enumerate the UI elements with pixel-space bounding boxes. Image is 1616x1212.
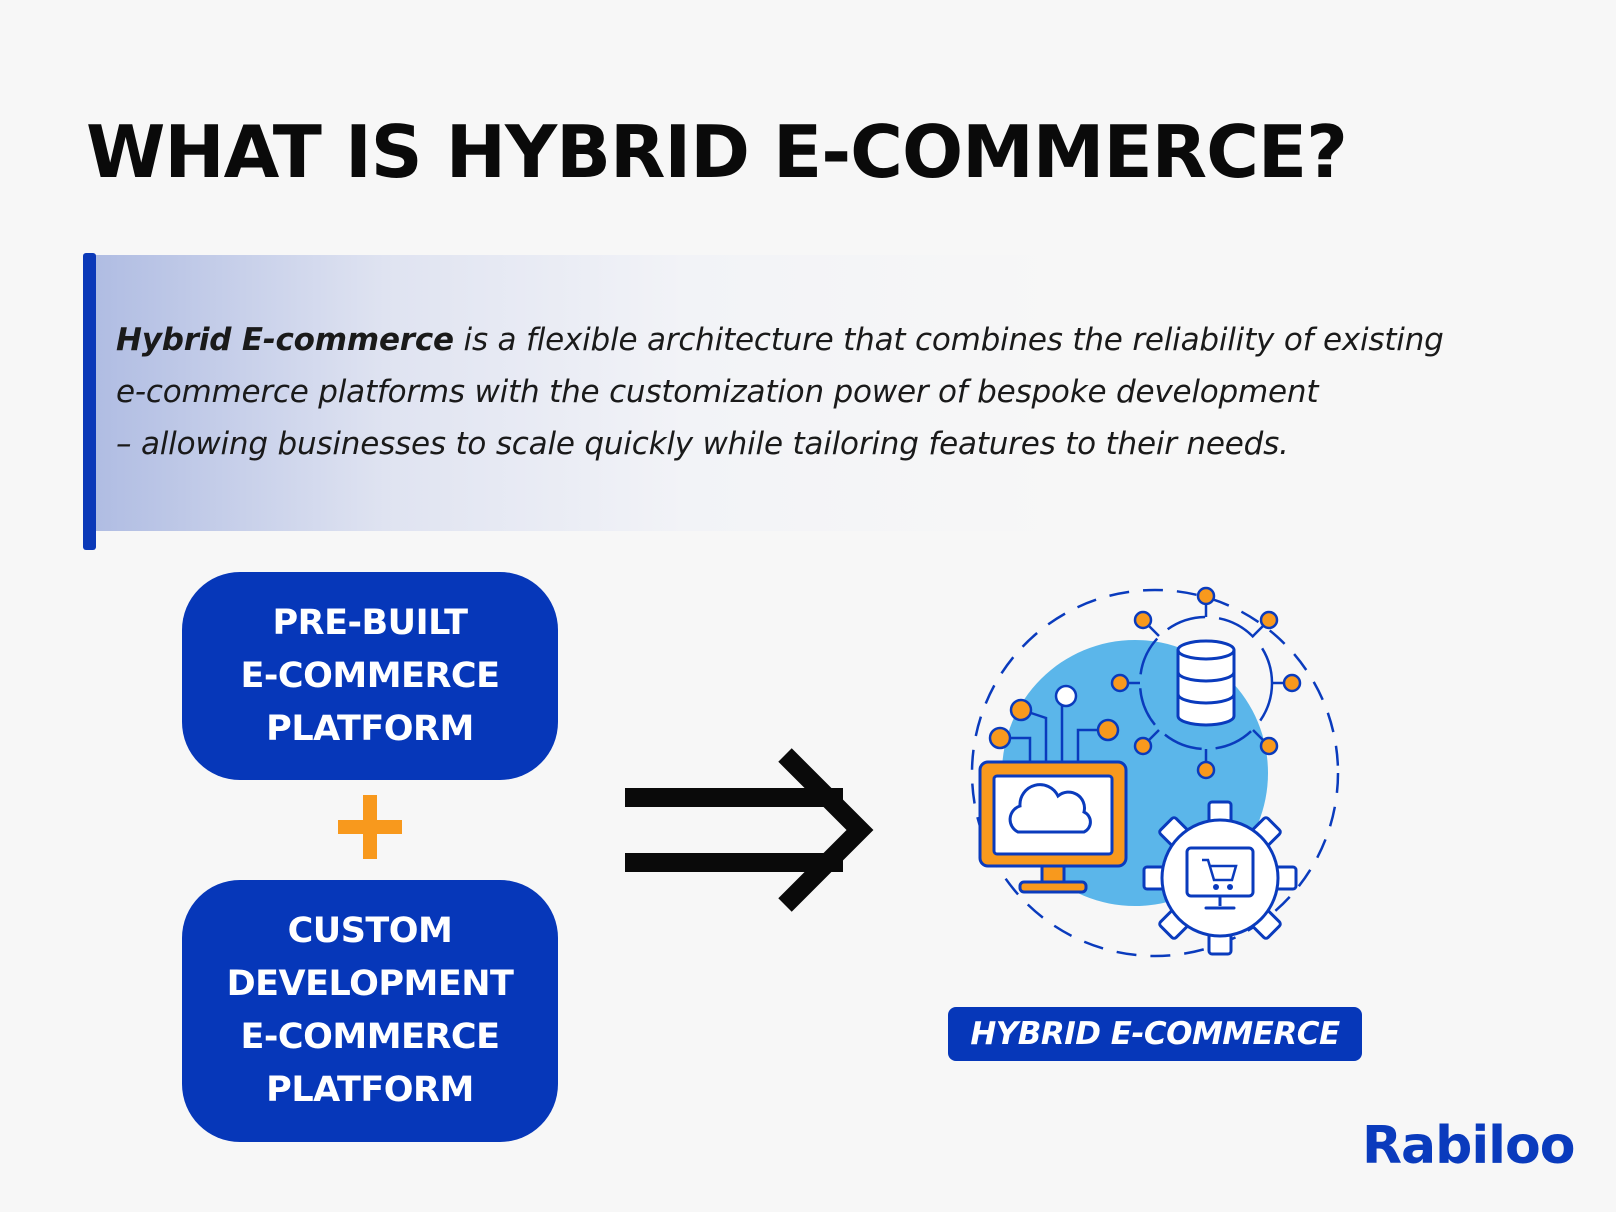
definition-text: Hybrid E-commerce is a flexible architec… <box>116 314 1596 470</box>
implies-arrow-icon <box>625 748 874 912</box>
rabiloo-logo: Rabiloo <box>1362 1116 1575 1176</box>
custom-development-line-2: DEVELOPMENT <box>226 964 514 1004</box>
definition-accent-bar <box>83 253 96 550</box>
custom-development-box: CUSTOM DEVELOPMENT E-COMMERCE PLATFORM <box>182 880 558 1142</box>
definition-callout <box>84 255 1584 531</box>
hybrid-ecommerce-label: HYBRID E-COMMERCE <box>948 1007 1362 1061</box>
custom-development-line-1: CUSTOM <box>287 911 453 951</box>
prebuilt-platform-line-1: PRE-BUILT <box>272 602 468 643</box>
definition-term: Hybrid E-commerce <box>116 322 454 358</box>
prebuilt-platform-box: PRE-BUILT E-COMMERCE PLATFORM <box>182 572 558 780</box>
prebuilt-platform-line-2: E-COMMERCE <box>240 655 501 696</box>
plus-icon <box>338 795 402 859</box>
definition-line-2: e-commerce platforms with the customizat… <box>116 374 1319 410</box>
definition-line-3: – allowing businesses to scale quickly w… <box>116 426 1289 462</box>
custom-development-line-4: PLATFORM <box>266 1070 474 1110</box>
prebuilt-platform-line-3: PLATFORM <box>266 708 474 749</box>
page-title: WHAT IS HYBRID E-COMMERCE? <box>86 110 1348 194</box>
definition-line-1: Hybrid E-commerce is a flexible architec… <box>116 314 1596 366</box>
definition-line-1-rest: is a flexible architecture that combines… <box>453 322 1444 358</box>
custom-development-line-3: E-COMMERCE <box>240 1017 501 1057</box>
hybrid-ecommerce-illustration-icon <box>970 586 1340 958</box>
